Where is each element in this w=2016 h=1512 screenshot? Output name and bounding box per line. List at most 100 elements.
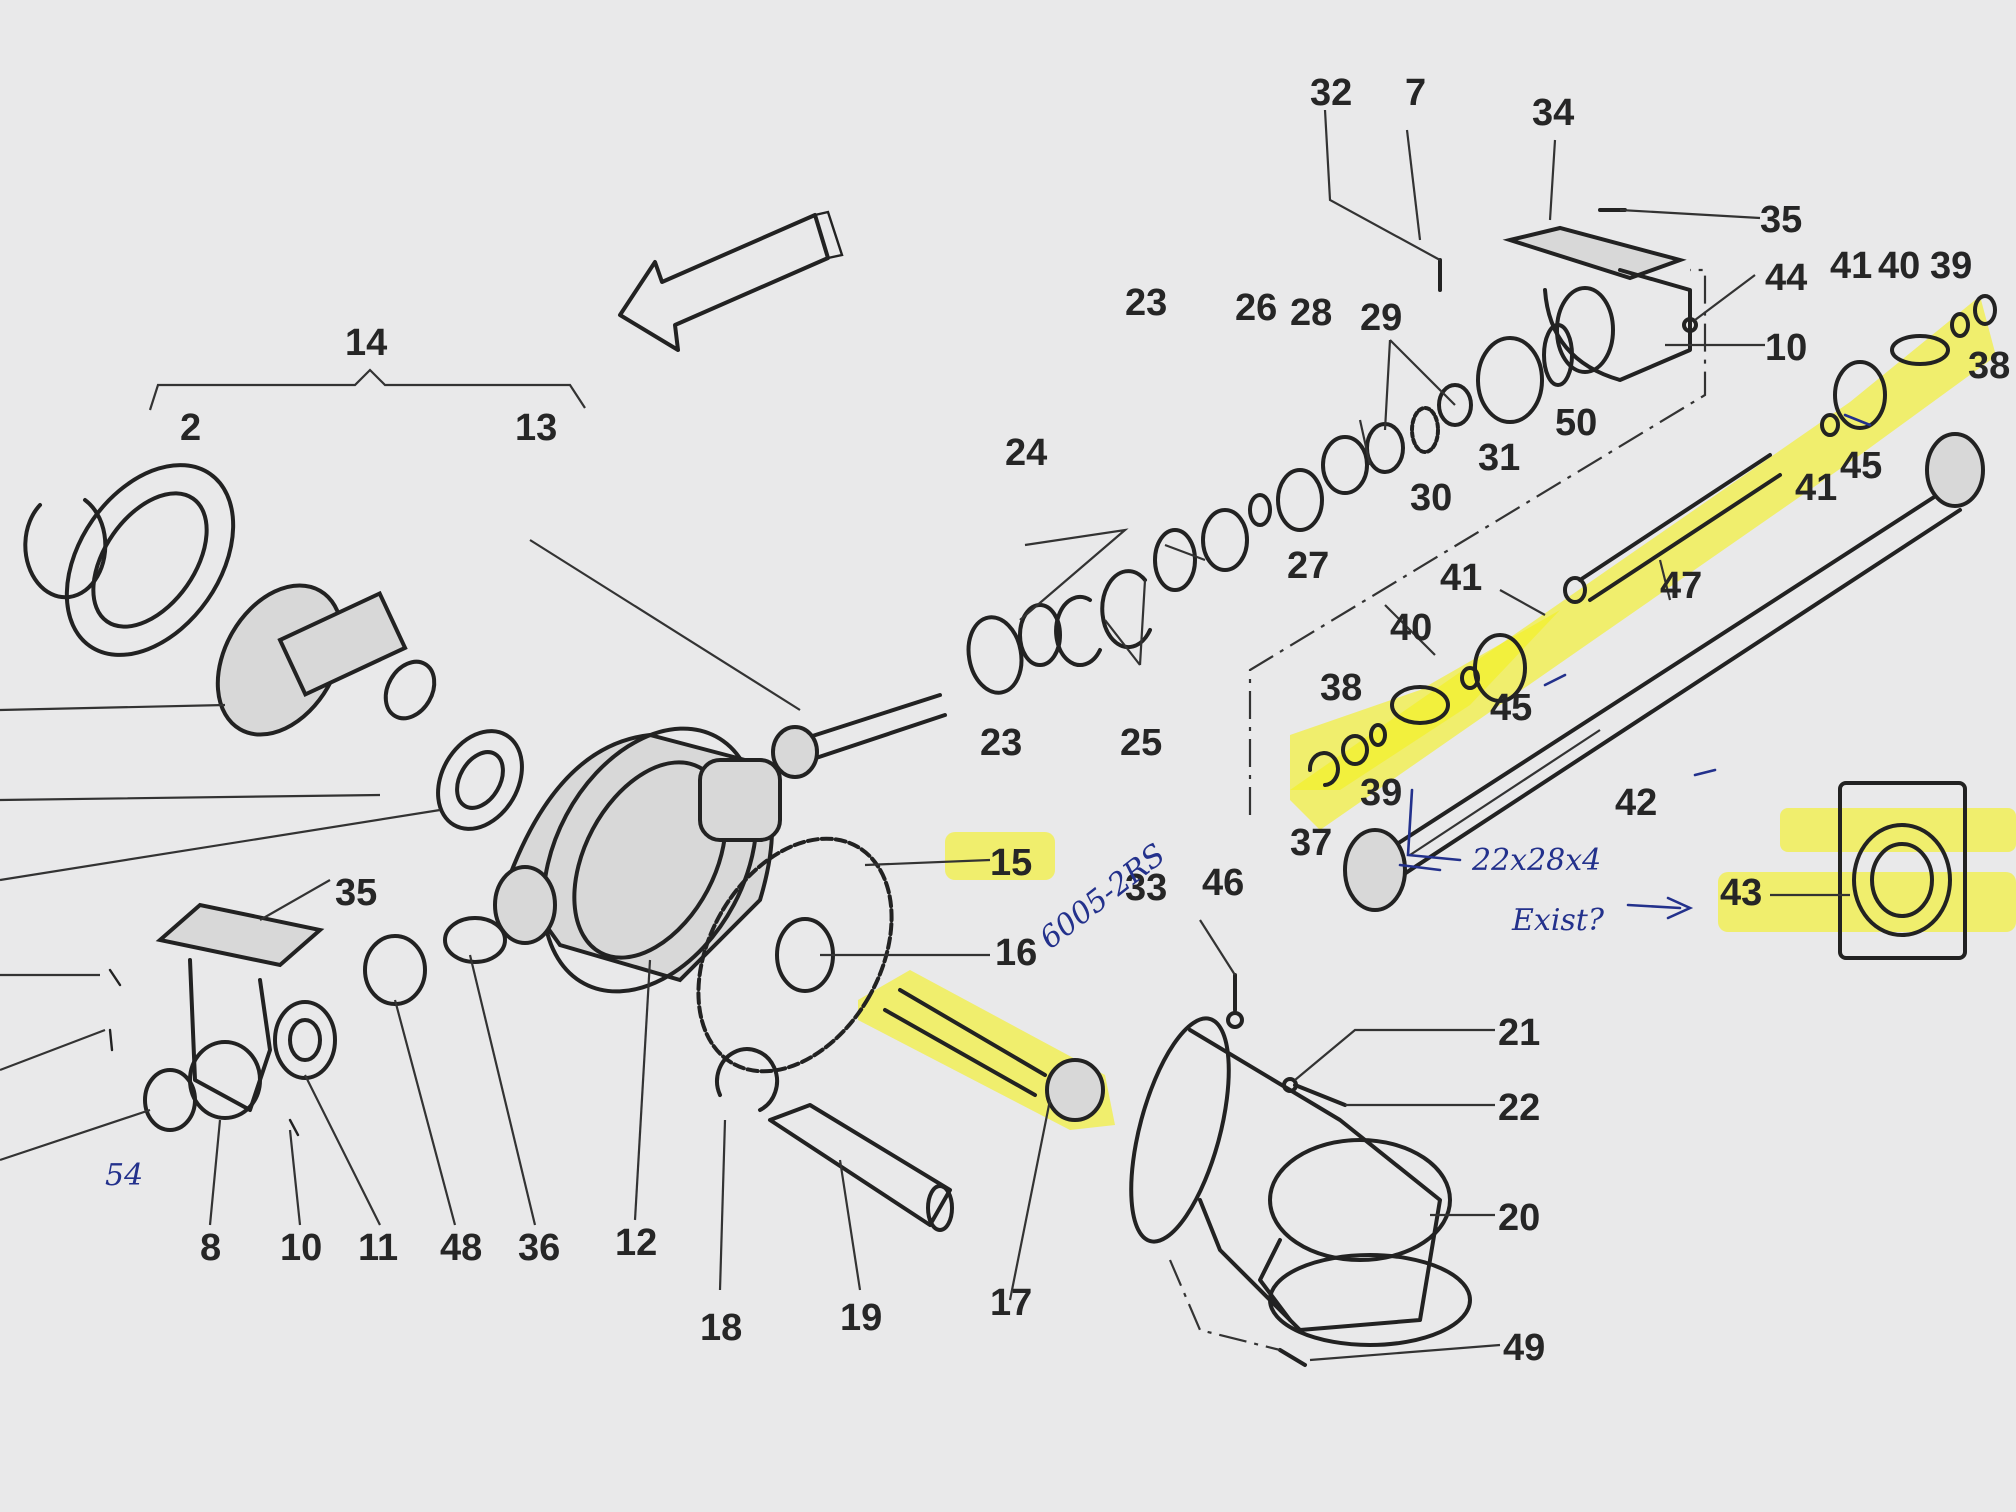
label-44: 44 [1765,257,1807,299]
gasket-15 [696,836,894,1074]
label-28: 28 [1290,292,1332,334]
washer-21 [1282,1077,1298,1093]
label-21: 21 [1498,1012,1540,1054]
label-35a: 35 [1760,199,1802,241]
label-10a: 10 [1765,327,1807,369]
input-shaft-13 [771,693,947,779]
label-20: 20 [1498,1197,1540,1239]
label-35b: 35 [335,872,377,914]
coupler-40b [1390,685,1450,725]
label-40a: 40 [1878,245,1920,287]
label-12: 12 [615,1222,657,1264]
label-41b: 41 [1795,467,1837,509]
ring-54 [143,1068,197,1132]
label-43: 43 [1720,872,1762,914]
ring-38a [1973,294,1997,326]
tube-end-left [1343,828,1407,912]
label-48: 48 [440,1227,482,1269]
lower-gear-housing-20 [1129,1016,1472,1347]
bearing-27 [1276,468,1324,532]
bearing-23b [966,615,1024,695]
label-29: 29 [1360,297,1402,339]
hub-shaft [277,590,408,698]
direction-arrow-depth [813,210,844,260]
roller-bearing-2 [64,463,236,657]
label-41c: 41 [1440,557,1482,599]
label-38b: 38 [1320,667,1362,709]
seal-left [436,729,524,831]
o-ring-small [383,659,437,721]
housing-boss [698,758,782,842]
label-18: 18 [700,1307,742,1349]
label-26: 26 [1235,287,1277,329]
label-41a: 41 [1830,245,1872,287]
label-34: 34 [1532,92,1574,134]
ring-24b [1153,528,1197,592]
bushing-45a [1833,360,1887,430]
label-46: 46 [1202,862,1244,904]
coupler-40a [1890,334,1950,366]
circlip-37 [1307,751,1340,787]
exist-arrow [1626,896,1694,920]
label-47: 47 [1660,565,1702,607]
tick-mark-3 [1843,413,1872,427]
highlight-left-group [1290,610,1560,790]
ring-28 [1321,435,1369,495]
highlight-15 [945,832,1055,880]
label-36: 36 [518,1227,560,1269]
label-38a: 38 [1968,345,2010,387]
nut-29b [1437,383,1473,427]
seal-50 [1542,323,1574,387]
gear-31 [1476,336,1544,424]
drive-tube-42 [1343,432,1985,912]
bolt-49 [1278,1348,1307,1367]
seal-pointer [1398,788,1462,872]
label-14: 14 [345,322,387,364]
label-16: 16 [995,932,1037,974]
gearbox-housing-12 [493,726,782,994]
note-54: 54 [105,1158,143,1193]
label-32: 32 [1310,72,1352,114]
label-10b: 10 [280,1227,322,1269]
label-27: 27 [1287,545,1329,587]
bolt-22 [1293,1083,1347,1107]
tube-end-right [1925,432,1985,508]
left-mount-bracket [0,902,325,1162]
label-45b: 45 [1490,687,1532,729]
label-7: 7 [1405,72,1426,114]
label-11: 11 [358,1227,398,1269]
nut-29a [1365,422,1405,474]
note-seal: 22x28x4 [1471,843,1601,878]
ring-41b [1820,413,1840,437]
label-39b: 39 [1360,772,1402,814]
part-labels: 14 2 13 24 23 23 25 26 27 28 29 30 31 32… [180,72,2010,1369]
label-17: 17 [990,1282,1032,1324]
bracket-14 [148,368,586,411]
label-42: 42 [1615,782,1657,824]
washer-33 [1226,1011,1244,1029]
label-31: 31 [1478,437,1520,479]
ring-41c [1460,666,1480,690]
label-50: 50 [1555,402,1597,444]
label-39a: 39 [1930,245,1972,287]
pen-annotations [1398,413,1872,920]
snap-ring-18 [715,1047,779,1112]
part-43-box [1838,781,1967,960]
seal-36 [443,916,507,964]
label-40b: 40 [1390,607,1432,649]
direction-arrow [618,213,830,352]
label-23b: 23 [980,722,1022,764]
ring-39b [1369,723,1387,747]
label-30: 30 [1410,477,1452,519]
shaft-47-group [1307,294,1997,787]
pinion-shaft-17 [883,988,1105,1122]
label-45a: 45 [1840,445,1882,487]
bearing-23a [1201,508,1249,572]
assembly-frame [1248,268,1707,815]
label-25: 25 [1120,722,1162,764]
label-22: 22 [1498,1087,1540,1129]
label-49: 49 [1503,1327,1545,1369]
label-19: 19 [840,1297,882,1339]
tick-mark-2 [1693,768,1717,777]
